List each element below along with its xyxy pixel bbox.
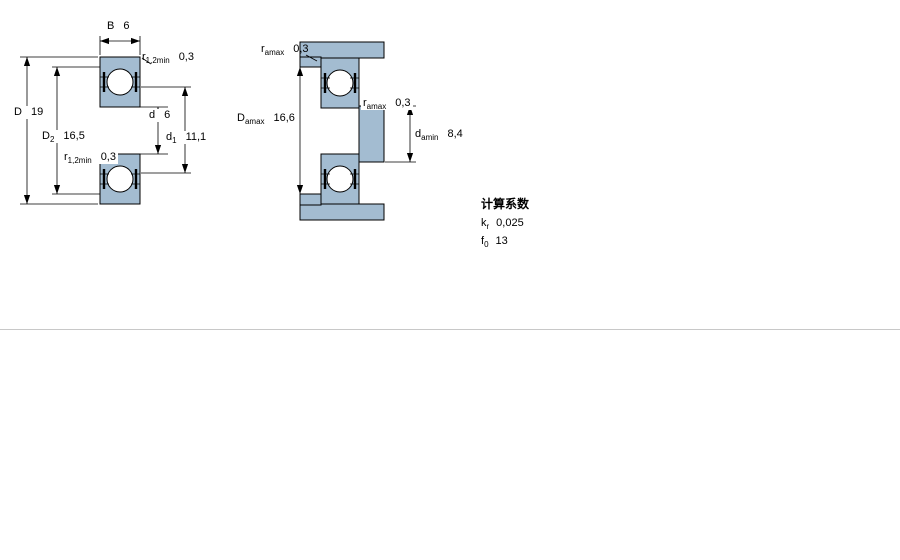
left-ball-bottom [106,165,134,193]
housing-slab-top [299,41,385,59]
dim-symbol: d [166,131,173,143]
dim-symbol: d [149,109,156,121]
dim-label-d1: d1 11,1 [164,131,209,146]
dim-subscript: 2 [49,135,55,145]
dim-subscript: 1,2min [67,156,92,166]
dim-symbol: D [237,112,245,124]
factor-value: 13 [495,235,508,247]
dim-label-r12min-top: r1,2min 0,3 [142,51,194,66]
dim-value: 6 [164,109,171,121]
factor-value: 0,025 [496,217,524,229]
housing-step-bottom [299,193,322,206]
factor-symbol: k [481,217,487,229]
right-view [296,41,416,221]
dim-label-damin: damin 8,4 [415,128,463,143]
dim-subscript: amax [366,102,387,112]
dim-symbol: D [42,130,50,142]
factor-subscript: r [486,222,490,232]
shaft-shoulder-block [358,105,385,163]
dim-symbol: D [14,106,22,118]
dim-label-ramax-top: ramax 0,3 [261,43,309,58]
damin-extension-lines [385,105,416,163]
dim-label-Damax: Damax 16,6 [237,112,295,127]
right-ball-top [326,69,354,97]
left-shield-plates [102,72,138,189]
calc-factor-f0: f0 13 [481,235,508,250]
dim-subscript: amax [264,48,285,58]
dim-symbol: d [415,128,422,140]
dim-subscript: amin [421,133,439,143]
calculation-factors-title: 计算系数 [481,197,530,211]
right-shield-plates [323,73,357,189]
dim-subscript: 1,2min [145,56,170,66]
right-ball-bottom [326,165,354,193]
factor-symbol: f [481,235,485,247]
dim-label-r12min-bottom: r1,2min 0,3 [62,151,118,166]
housing-slab-bottom [299,203,385,221]
dim-label-D2: D2 16,5 [40,130,87,145]
dim-label-D: D 19 [12,106,46,119]
dim-value: 8,4 [447,128,463,140]
dim-subscript: 1 [172,136,177,146]
dim-value: 16,5 [63,130,85,142]
dim-symbol: r [261,43,265,55]
dim-value: 0,3 [293,43,309,55]
left-extension-lines [20,36,191,205]
dim-value: 19 [30,106,44,118]
dim-value: 6 [123,20,130,32]
dim-value: 0,3 [178,51,194,63]
dim-symbol: r [64,151,68,163]
dim-label-ramax-mid: ramax 0,3 [361,97,413,112]
factor-subscript: 0 [484,240,489,250]
dim-value: 0,3 [395,97,411,109]
left-ball-top [106,68,134,96]
calc-factor-kr: kr 0,025 [481,217,524,232]
dim-value: 16,6 [273,112,295,124]
dim-value: 11,1 [185,131,207,143]
bottom-separator-line [0,329,900,330]
dim-symbol: B [107,20,115,32]
dim-subscript: amax [244,117,265,127]
dim-value: 0,3 [100,151,116,163]
housing-step-top [299,56,322,68]
dim-symbol: r [363,97,367,109]
dim-symbol: r [142,51,146,63]
